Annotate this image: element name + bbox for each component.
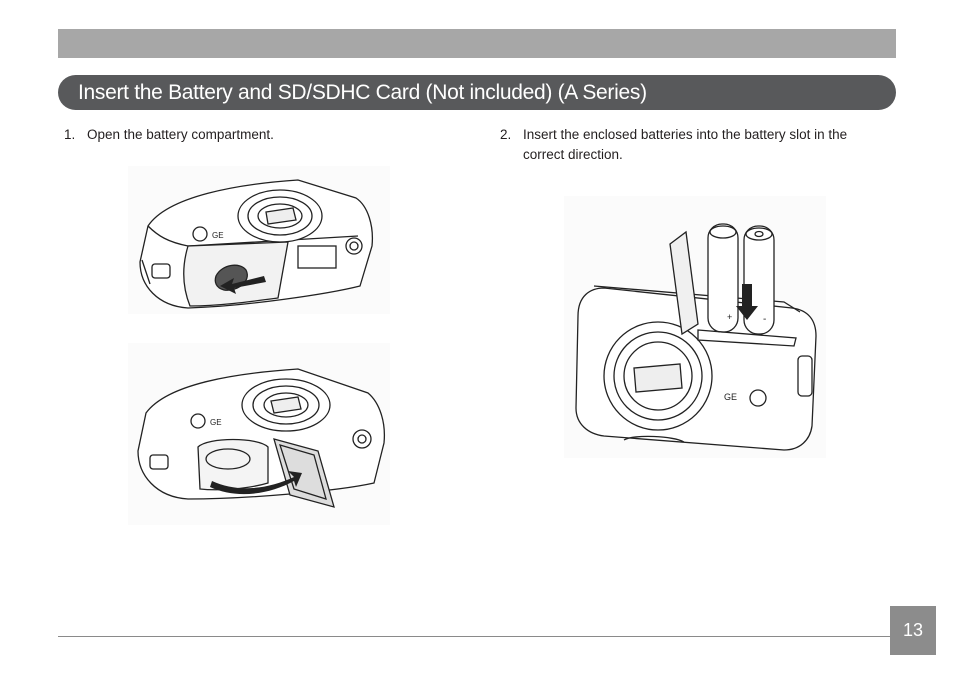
step-2-text: Insert the enclosed batteries into the b… bbox=[523, 127, 848, 162]
ge-logo-2: GE bbox=[210, 418, 222, 427]
ge-logo: GE bbox=[212, 231, 224, 240]
section-title: Insert the Battery and SD/SDHC Card (Not… bbox=[78, 80, 647, 104]
page-number-box: 13 bbox=[890, 606, 936, 655]
battery-cover-opened-illustration: GE bbox=[128, 343, 390, 525]
battery-plus-label: + bbox=[727, 312, 732, 322]
section-header: Insert the Battery and SD/SDHC Card (Not… bbox=[58, 75, 896, 110]
step-1: 1. Open the battery compartment. bbox=[64, 125, 424, 147]
step-1-text: Open the battery compartment. bbox=[87, 127, 274, 142]
battery-minus-label: - bbox=[763, 314, 766, 325]
footer-rule bbox=[58, 636, 890, 637]
step-2-number: 2. bbox=[500, 127, 512, 142]
top-bar bbox=[58, 29, 896, 58]
ge-logo-3: GE bbox=[724, 392, 737, 402]
page-number: 13 bbox=[902, 620, 924, 640]
step-1-number: 1. bbox=[64, 127, 76, 142]
step-2: 2. Insert the enclosed batteries into th… bbox=[500, 125, 880, 167]
battery-cover-open-illustration: GE bbox=[128, 166, 390, 314]
battery-insert-illustration: GE + - bbox=[564, 196, 826, 458]
